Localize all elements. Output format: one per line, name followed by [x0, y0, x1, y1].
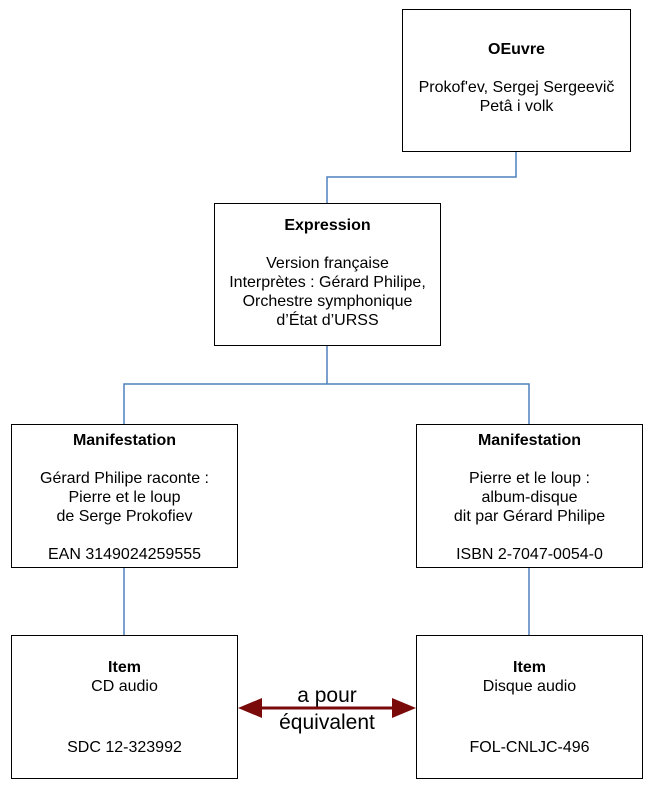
- item-left-subtitle: CD audio: [91, 678, 158, 695]
- oeuvre-box: OEuvre Prokof'ev, Sergej Sergeevič Petâ …: [402, 9, 631, 152]
- manifestation-right-line: Pierre et le loup :: [469, 470, 590, 487]
- manifestation-right-box: Manifestation Pierre et le loup : album-…: [416, 424, 643, 568]
- manifestation-left-line: de Serge Prokofiev: [56, 508, 193, 525]
- relation-label-line1: a pour: [297, 684, 357, 707]
- manifestation-right-line: dit par Gérard Philipe: [453, 508, 606, 525]
- manifestation-right-identifier: ISBN 2-7047-0054-0: [456, 546, 603, 563]
- item-left-title: Item: [108, 659, 141, 676]
- connector-manifestations-bar: [123, 383, 530, 424]
- manifestation-left-title: Manifestation: [72, 432, 177, 449]
- manifestation-left-identifier: EAN 3149024259555: [47, 546, 202, 563]
- equivalence-arrowhead-right: [392, 698, 416, 718]
- manifestation-right-title: Manifestation: [477, 432, 582, 449]
- item-right-identifier: FOL-CNLJC-496: [469, 739, 590, 756]
- expression-title: Expression: [284, 217, 371, 234]
- manifestation-left-line: Gérard Philipe raconte :: [40, 470, 209, 487]
- relation-label-line2: équivalent: [279, 711, 375, 734]
- connector-oeuvre-expression: [326, 152, 517, 203]
- item-right-subtitle: Disque audio: [482, 678, 577, 695]
- expression-line: Version française: [266, 255, 389, 272]
- oeuvre-title: OEuvre: [488, 41, 545, 58]
- expression-line: Orchestre symphonique: [242, 293, 413, 310]
- item-right-title: Item: [513, 659, 546, 676]
- oeuvre-work-title: Petâ i volk: [479, 98, 554, 115]
- expression-line: Interprètes : Gérard Philipe,: [229, 274, 426, 291]
- item-left-box: Item CD audio SDC 12-323992: [11, 635, 238, 779]
- expression-box: Expression Version française Interprètes…: [214, 203, 441, 346]
- manifestation-left-line: Pierre et le loup: [68, 489, 181, 506]
- manifestation-right-line: album-disque: [481, 489, 578, 506]
- item-left-identifier: SDC 12-323992: [67, 739, 182, 756]
- manifestation-left-box: Manifestation Gérard Philipe raconte : P…: [11, 424, 238, 568]
- item-right-box: Item Disque audio FOL-CNLJC-496: [416, 635, 643, 779]
- equivalence-arrowhead-left: [238, 698, 262, 718]
- oeuvre-author: Prokof'ev, Sergej Sergeevič: [418, 79, 615, 96]
- expression-line: d’État d’URSS: [276, 312, 379, 329]
